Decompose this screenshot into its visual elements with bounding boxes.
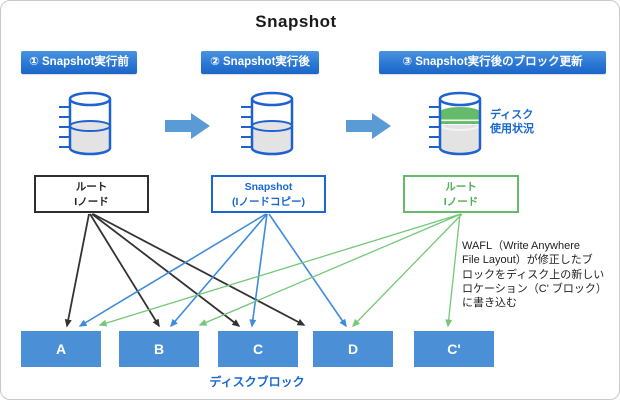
disk-cylinder-icon (241, 91, 294, 156)
root-inode-after-line2: Iノード (443, 196, 479, 208)
disk-block-c: C (218, 331, 298, 367)
disk-usage-label: ディスク 使用状況 (490, 109, 534, 135)
disk-block-a: A (21, 331, 101, 367)
disk-block-d: D (313, 331, 393, 367)
right-block-arrow-icon (346, 113, 391, 139)
disk-cylinder-icon (59, 91, 112, 156)
root-inode-box-before: ルート Iノード (34, 175, 149, 213)
snapshot-inode-line1: Snapshot (244, 181, 293, 193)
arrows-snapshot (78, 213, 347, 328)
disk-cylinder-green-icon (429, 91, 482, 156)
disk-block-c-prime: C' (414, 331, 494, 367)
pointer-arrows (64, 213, 463, 328)
wafl-note: WAFL（Write Anywhere File Layout）が修正したブ ロ… (462, 240, 607, 310)
snapshot-inode-line2: (Iノードコピー) (232, 196, 305, 208)
root-inode-box-after: ルート Iノード (403, 175, 519, 213)
disk-blocks-label: ディスクブロック (209, 375, 305, 389)
arrows-root-before (64, 213, 306, 328)
disk-block-b: B (119, 331, 199, 367)
root-inode-after-line1: ルート (445, 181, 477, 193)
stage-badge-after: ② Snapshot実行後 (201, 51, 319, 74)
page-title: Snapshot (255, 12, 337, 31)
stage-badge-before: ① Snapshot実行前 (21, 51, 137, 74)
snapshot-inode-box: Snapshot (Iノードコピー) (211, 175, 326, 213)
root-inode-line1: ルート (75, 181, 108, 193)
right-block-arrow-icon (165, 113, 210, 139)
stage-badge-update: ③ Snapshot実行後のブロック更新 (379, 51, 606, 74)
arrows-root-after (98, 213, 463, 328)
root-inode-line2: Iノード (74, 196, 109, 208)
